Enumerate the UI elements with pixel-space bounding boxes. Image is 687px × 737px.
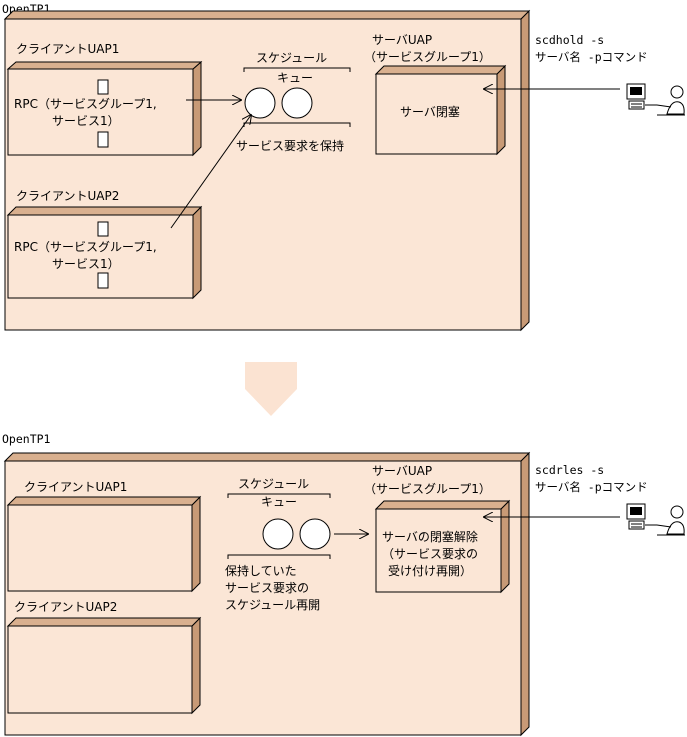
top-queue-bracket-top	[243, 67, 351, 72]
top-client2-box	[6, 205, 203, 300]
top-queue-slot-1	[244, 87, 276, 119]
bottom-queue-caption-line3: スケジュール再開	[225, 598, 320, 612]
bottom-queue-label-line2: キュー	[261, 495, 297, 509]
bottom-client1-box	[6, 495, 202, 593]
top-server-box	[374, 64, 507, 156]
transition-down-arrow	[245, 362, 297, 416]
bottom-operator-computer-icon	[626, 503, 685, 536]
top-server-title-line2: （サービスグループ1）	[364, 50, 491, 64]
bottom-command-line1: scdrles -s	[535, 463, 604, 477]
bottom-queue-slot-2	[299, 518, 331, 550]
top-client1-rpc-line1: RPC（サービスグループ1,	[14, 97, 157, 111]
bottom-queue-slot-1	[262, 518, 294, 550]
bottom-queue-label-line1: スケジュール	[238, 477, 309, 491]
top-queue-caption: サービス要求を保持	[236, 138, 344, 153]
bottom-server-box-line2: （サービス要求の	[382, 547, 478, 561]
bottom-client1-label: クライアントUAP1	[24, 480, 127, 494]
bottom-queue-bracket-bottom	[227, 554, 331, 559]
top-server-title-line1: サーバUAP	[372, 33, 432, 47]
top-client2-rpc-line1: RPC（サービスグループ1,	[14, 240, 157, 254]
top-client1-marker-lower	[97, 131, 109, 148]
top-client2-label: クライアントUAP2	[16, 189, 119, 203]
top-client1-marker-upper	[97, 79, 109, 95]
top-server-box-text: サーバ閉塞	[400, 104, 460, 119]
bottom-container-label: OpenTP1	[2, 432, 51, 446]
bottom-queue-caption-line1: 保持していた	[225, 563, 297, 578]
top-client2-rpc-line2: サービス1）	[52, 257, 120, 271]
bottom-server-box-line1: サーバの閉塞解除	[382, 529, 478, 544]
bottom-server-box	[374, 499, 511, 594]
top-client2-to-queue-arrow	[170, 115, 251, 229]
bottom-server-title-line1: サーバUAP	[372, 464, 432, 478]
top-client2-marker-upper	[97, 221, 109, 237]
bottom-client2-label: クライアントUAP2	[14, 600, 117, 614]
top-command-line1: scdhold -s	[535, 33, 604, 47]
bottom-queue-bracket-top	[227, 493, 331, 498]
top-queue-slot-2	[281, 87, 313, 119]
bottom-server-box-line3: 受け付け再開）	[388, 564, 472, 578]
top-command-line2: サーバ名 -pコマンド	[535, 50, 648, 64]
top-operator-computer-icon	[626, 83, 685, 116]
bottom-client2-box	[6, 616, 202, 715]
top-client2-marker-lower	[97, 272, 109, 289]
top-queue-label-line1: スケジュール	[256, 51, 327, 65]
bottom-command-line2: サーバ名 -pコマンド	[535, 480, 648, 494]
top-queue-label-line2: キュー	[277, 71, 313, 85]
top-client1-rpc-line2: サービス1）	[52, 114, 120, 128]
top-client1-box	[6, 60, 203, 157]
bottom-queue-caption-line2: サービス要求の	[225, 581, 309, 595]
bottom-server-title-line2: （サービスグループ1）	[364, 482, 491, 496]
top-client1-label: クライアントUAP1	[16, 42, 119, 56]
